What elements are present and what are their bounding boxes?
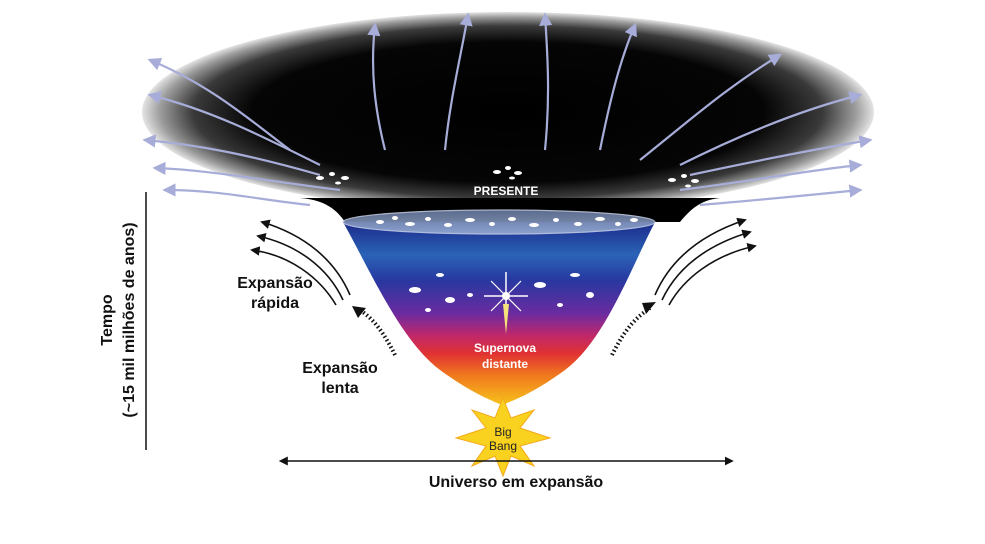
- slow-arrow-head-right: [642, 302, 656, 314]
- present-label: PRESENTE: [474, 184, 539, 198]
- outer-expansion-arrows: [142, 12, 873, 207]
- present-universe-disc: [142, 12, 874, 212]
- big-bang-label-1: Big: [494, 425, 511, 439]
- slow-expansion-label-2: lenta: [321, 380, 358, 397]
- funnel-body: [343, 222, 655, 405]
- big-bang-label-2: Bang: [489, 439, 517, 453]
- rapid-expansion-label-2: rápida: [251, 295, 299, 312]
- universe-label: Universo em expansão: [429, 474, 604, 491]
- rim-galaxies: [376, 216, 638, 227]
- time-label-1: Tempo: [99, 294, 116, 345]
- supernova-label-2: distante: [482, 357, 528, 371]
- rapid-expansion-label-1: Expansão: [237, 275, 313, 292]
- slow-expansion-label-1: Expansão: [302, 360, 378, 377]
- funnel-galaxies: [409, 273, 594, 312]
- supernova-label-1: Supernova: [474, 341, 536, 355]
- rapid-expansion-arrows: [250, 217, 757, 306]
- slow-arrow-head-left: [352, 306, 366, 318]
- time-label-2: (~15 mil milhões de anos): [121, 222, 138, 417]
- supernova-star: [484, 272, 528, 334]
- funnel-rim: [342, 209, 656, 235]
- disc-galaxies: [316, 166, 699, 188]
